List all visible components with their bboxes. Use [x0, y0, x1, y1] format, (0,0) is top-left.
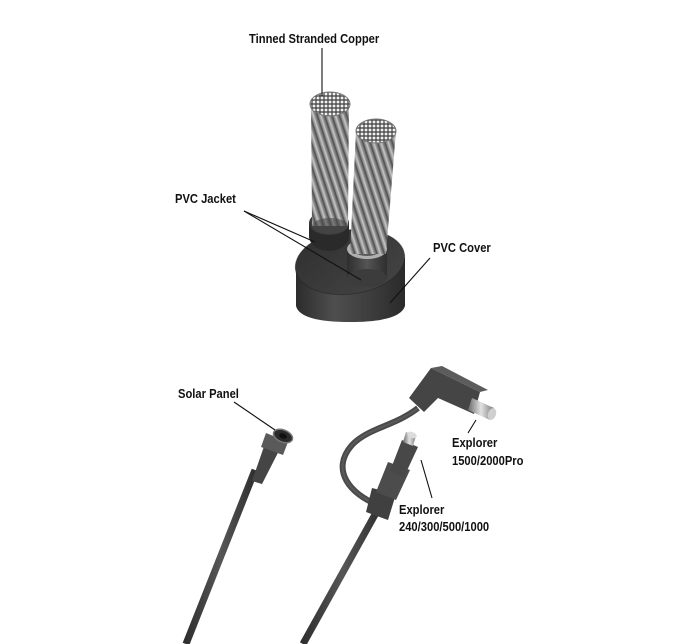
pvc-jacket-right	[347, 269, 387, 287]
solar-panel-connector	[186, 427, 295, 644]
copper-strands-left	[311, 104, 349, 226]
leader-explorer-small	[421, 460, 432, 498]
label-explorer-small-line1: Explorer	[399, 502, 444, 518]
label-solar-panel: Solar Panel	[178, 386, 239, 402]
copper-end-right	[356, 119, 396, 143]
cable-cross-section	[291, 92, 409, 322]
leader-jacket-1	[244, 211, 315, 242]
label-explorer-large-line2: 1500/2000Pro	[452, 453, 523, 469]
label-tinned-stranded-copper: Tinned Stranded Copper	[249, 31, 379, 47]
leader-solar	[234, 402, 275, 430]
small-plug-boot	[390, 440, 418, 477]
label-pvc-cover: PVC Cover	[433, 240, 491, 256]
label-explorer-large-line1: Explorer	[452, 435, 497, 451]
leader-explorer-large	[468, 420, 476, 433]
copper-end-left	[310, 92, 350, 116]
label-explorer-small-line2: 240/300/500/1000	[399, 519, 489, 535]
label-pvc-jacket: PVC Jacket	[175, 191, 236, 207]
